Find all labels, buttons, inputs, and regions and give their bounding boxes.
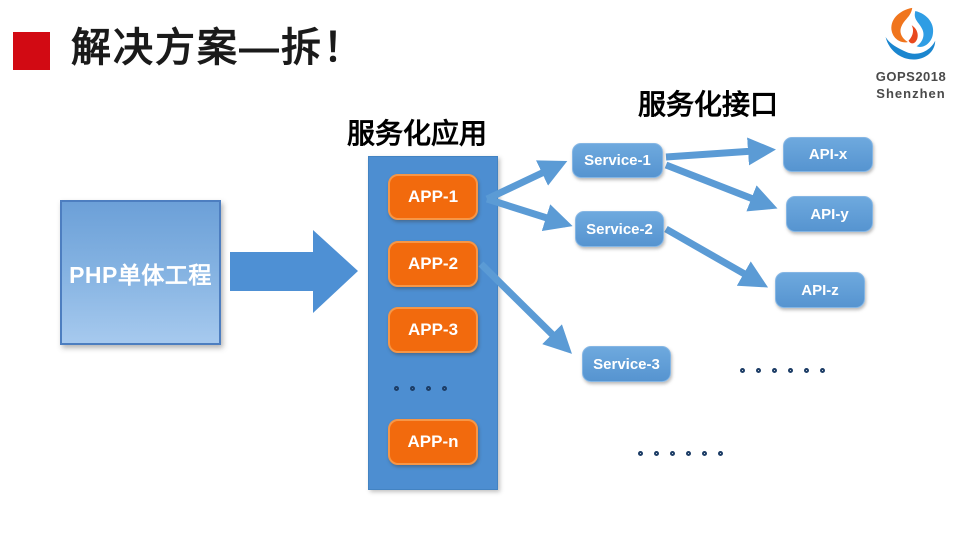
dot [756,368,761,373]
services-ellipsis-dots [638,451,723,456]
monolith-box: PHP单体工程 [60,200,221,345]
dot [820,368,825,373]
apps-group-label: 服务化应用 [347,118,488,149]
gops-swirl-icon [885,7,936,60]
arrow-app1-service1 [485,160,568,203]
apis-ellipsis-dots [740,368,825,373]
arrow-service2-apiz [664,225,769,288]
app-box-2-label: APP-2 [407,254,459,273]
dot [686,451,691,456]
dot [804,368,809,373]
dot [442,386,447,391]
api-box-y-label: API-y [810,205,849,223]
service-box-3-label: Service-3 [593,355,660,373]
app-box-3-label: APP-3 [407,320,459,339]
dot [788,368,793,373]
services-group-label: 服务化接口 [638,89,779,120]
api-box-z-label: API-z [801,281,839,299]
dot [410,386,415,391]
apps-ellipsis-dots [394,386,447,391]
arrow-service1-apix [665,137,776,166]
title-bullet [13,32,50,70]
dot [772,368,777,373]
service-box-2-label: Service-2 [586,220,653,238]
service-box-3: Service-3 [582,346,671,382]
service-box-2: Service-2 [575,211,664,247]
app-box-1-label: APP-1 [407,187,459,206]
page-title: 解决方案—拆！ [71,26,365,70]
dot [654,451,659,456]
monolith-label: PHP单体工程 [69,261,212,288]
arrow-app1-service2 [485,195,573,232]
dot [670,451,675,456]
dot [718,451,723,456]
logo-text-gops: GOPS2018 [875,69,947,84]
api-box-y: API-y [786,196,873,232]
service-box-1: Service-1 [572,143,663,178]
app-box-n-label: APP-n [407,432,459,451]
dot [394,386,399,391]
app-box-n: APP-n [388,419,478,465]
api-box-x: API-x [783,137,873,172]
dot [426,386,431,391]
arrow-service1-apiy [664,161,778,212]
dot [638,451,643,456]
monolith-to-apps-arrow [230,230,358,313]
app-box-3: APP-3 [388,307,478,353]
api-box-z: API-z [775,272,865,308]
logo-text-city: Shenzhen [876,86,946,101]
apps-column: APP-1 APP-2 APP-3 APP-n [368,156,498,490]
api-box-x-label: API-x [808,146,848,163]
app-box-1: APP-1 [388,174,478,220]
gops-logo: GOPS2018 Shenzhen [866,6,956,101]
service-box-1-label: Service-1 [584,152,651,169]
app-box-2: APP-2 [388,241,478,287]
dot [740,368,745,373]
dot [702,451,707,456]
